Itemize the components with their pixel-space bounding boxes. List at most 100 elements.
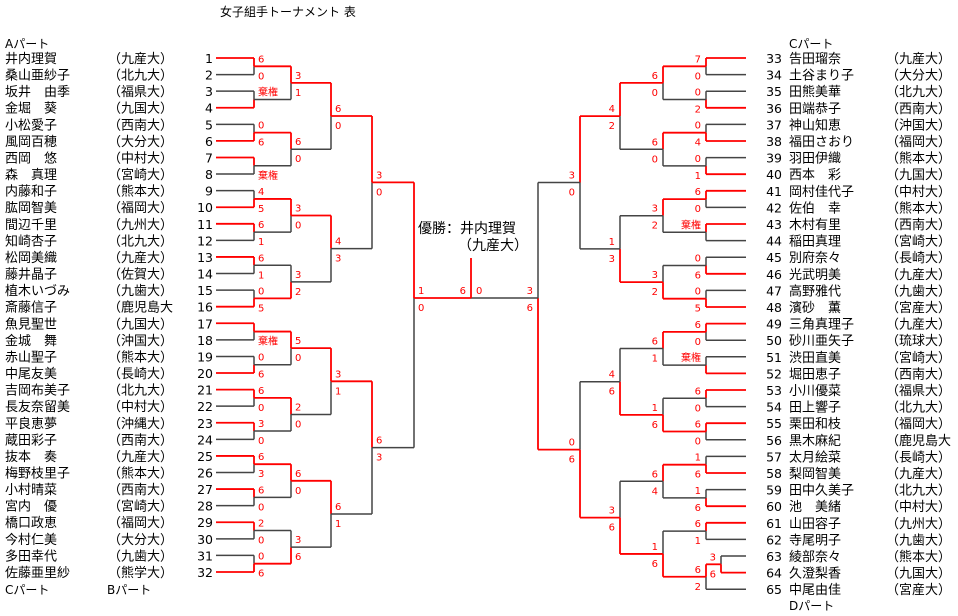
score-label: 0 — [258, 71, 264, 82]
entry-name: 岡村佳代子 — [789, 185, 854, 200]
entry-number: 61 — [766, 516, 782, 531]
entry-number: 18 — [197, 333, 213, 348]
score-label: 0 — [652, 88, 658, 99]
entry-name: 佐藤亜里紗 — [5, 566, 70, 581]
entry-school: （鹿児島大 — [108, 300, 173, 316]
page-title: 女子組手トーナメント 表 — [220, 4, 356, 19]
entry-number: 46 — [766, 267, 782, 282]
score-label: 0 — [376, 187, 382, 198]
entry-number: 22 — [197, 399, 213, 414]
entry-school: （九歯大） — [886, 284, 951, 299]
entry-number: 26 — [197, 466, 213, 481]
entry-school: （西南大） — [886, 366, 951, 382]
entry-name: 小川優菜 — [789, 384, 841, 399]
entry-name: 福田さおり — [789, 135, 854, 150]
entry-school: （九国大） — [886, 168, 951, 183]
score-label: 6 — [652, 337, 658, 348]
score-label: 6 — [609, 387, 615, 398]
entry-school: （九州大） — [108, 218, 173, 233]
score-label: 0 — [695, 121, 701, 132]
entry-name: 光武明美 — [789, 268, 841, 283]
entry-number: 64 — [766, 566, 782, 581]
score-label: 6 — [652, 420, 658, 431]
score-label: 棄権 — [258, 335, 278, 348]
entry-name: 藤井晶子 — [5, 268, 57, 283]
entry-school: （九産大） — [886, 51, 951, 67]
entry-school: （大分大） — [108, 135, 173, 150]
entry-school: （九国大） — [108, 102, 173, 117]
entry-name: 砂川亜矢子 — [789, 334, 854, 349]
champion-name: 井内理賀 — [460, 221, 516, 237]
entry-name: 濱砂 薫 — [789, 301, 841, 316]
entry-number: 13 — [197, 250, 213, 265]
entry-school: （沖国大） — [108, 334, 173, 349]
entry-number: 25 — [197, 449, 213, 464]
score-label: 0 — [295, 221, 301, 232]
entry-school: （北九大） — [886, 484, 951, 499]
score-label: 3 — [376, 170, 382, 181]
entry-name: 田熊美華 — [789, 84, 841, 100]
score-label: 6 — [652, 71, 658, 82]
score-label: 6 — [695, 519, 701, 530]
score-label: 6 — [258, 386, 264, 397]
score-label: 1 — [418, 286, 424, 297]
score-label: 0 — [295, 154, 301, 165]
score-label: 6 — [652, 137, 658, 148]
entry-number: 52 — [766, 366, 782, 381]
score-label: 0 — [695, 337, 701, 348]
entry-school: （熊本大） — [108, 349, 173, 365]
score-label: 3 — [295, 535, 301, 546]
entry-school: （宮崎大） — [108, 499, 173, 515]
entry-school: （福岡大） — [886, 417, 951, 432]
score-label: 3 — [609, 506, 615, 517]
entry-school: （佐賀大） — [108, 268, 173, 283]
score-label: 6 — [652, 469, 658, 480]
entry-school: （北九大） — [108, 234, 173, 249]
score-label: 0 — [258, 552, 264, 563]
score-label: 6 — [710, 569, 716, 580]
entry-number: 29 — [197, 515, 213, 530]
score-label: 0 — [695, 437, 701, 448]
entry-name: 綾部奈々 — [789, 549, 841, 565]
entry-name: 土谷まり子 — [789, 69, 854, 84]
score-label: 3 — [652, 270, 658, 281]
score-label: 3 — [295, 270, 301, 281]
entry-school: （西南大） — [108, 482, 173, 498]
entry-number: 40 — [766, 167, 782, 182]
entry-name: 太月絵菜 — [789, 450, 841, 465]
entry-name: 魚見聖世 — [5, 317, 57, 332]
part-label-d: Dパート — [789, 599, 834, 613]
entry-name: 田中久美子 — [789, 484, 854, 499]
final-score-left: 6 — [460, 286, 466, 297]
score-label: 0 — [258, 436, 264, 447]
score-label: 6 — [295, 552, 301, 563]
entry-name: 三角真理子 — [789, 318, 854, 333]
part-label-c-left: Cパート — [5, 583, 49, 597]
entry-number: 8 — [205, 167, 213, 182]
entry-school: （北九大） — [108, 384, 173, 399]
entry-name: 斎藤信子 — [5, 300, 57, 316]
entry-number: 1 — [205, 51, 213, 66]
entry-number: 62 — [766, 532, 782, 547]
entry-number: 20 — [197, 366, 213, 381]
entry-name: 別府奈々 — [789, 251, 841, 266]
score-label: 2 — [295, 287, 301, 298]
entry-school: （福県大） — [108, 85, 173, 100]
part-label-b: Bパート — [107, 583, 151, 597]
score-label: 6 — [258, 569, 264, 580]
entry-school: （九歯大） — [108, 284, 173, 299]
entry-number: 6 — [205, 134, 213, 149]
score-label: 0 — [569, 438, 575, 449]
entry-name: 黒木麻紀 — [789, 434, 841, 449]
score-label: 5 — [695, 304, 701, 315]
entry-school: （長崎大） — [886, 251, 951, 266]
entry-school: （宮産大） — [886, 582, 951, 598]
entry-number: 24 — [197, 432, 213, 447]
entry-school: （熊学大） — [108, 565, 173, 581]
score-label: 6 — [258, 485, 264, 496]
score-label: 1 — [652, 542, 658, 553]
entry-name: 桑山亜紗子 — [5, 69, 70, 84]
entry-name: 中尾由佳 — [789, 583, 841, 598]
entry-school: （沖国大） — [886, 118, 951, 133]
